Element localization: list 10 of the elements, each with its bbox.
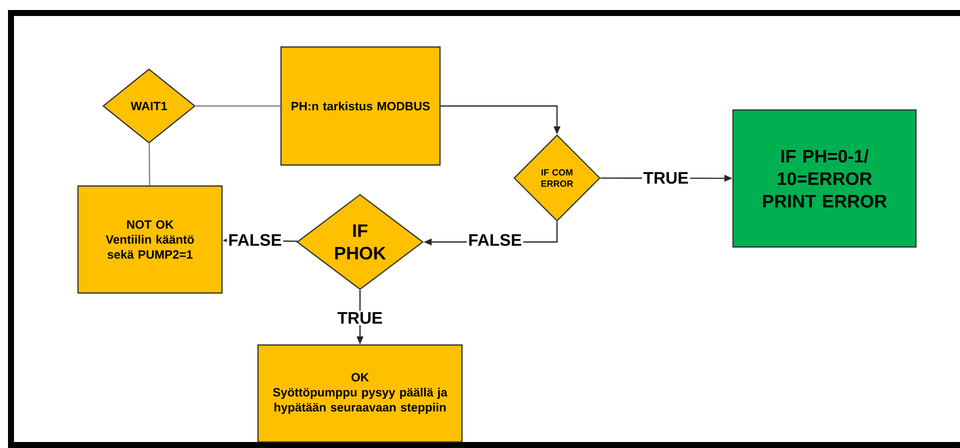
edge-label: FALSE [466, 232, 524, 248]
process-box: IF PH=0-1/ 10=ERROR PRINT ERROR [732, 109, 917, 248]
process-box: OK Syöttöpumppu pysyy päällä ja hypätään seuraavaan steppiin [257, 344, 463, 443]
connector-line [196, 105, 280, 107]
edge-label: FALSE [226, 232, 284, 248]
edge-label: TRUE [336, 310, 384, 326]
connector-line [148, 143, 150, 186]
edge-label: TRUE [642, 170, 690, 186]
process-box: NOT OK Ventiilin kääntö sekä PUMP2=1 [77, 185, 223, 294]
process-box: PH:n tarkistus MODBUS [280, 46, 441, 166]
